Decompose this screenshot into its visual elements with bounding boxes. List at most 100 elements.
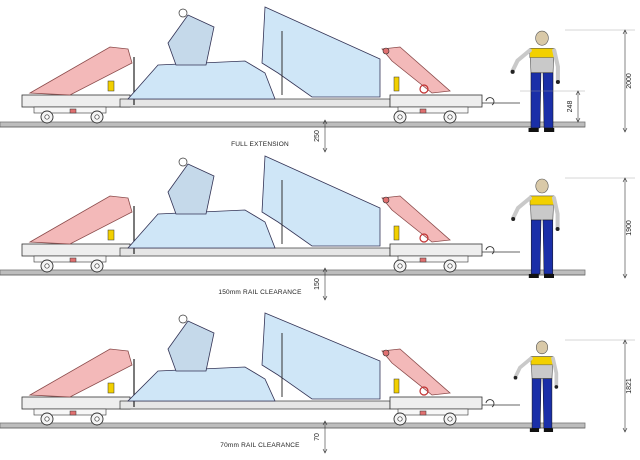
- person-height-dimension-arrow-top: [622, 339, 628, 345]
- rear-wheel-2-hub: [94, 114, 100, 120]
- person-height-dimension-arrow-bottom: [622, 427, 628, 433]
- rear-cylinder: [107, 80, 115, 92]
- person-left-leg: [530, 219, 542, 275]
- rail-clearance-dimension-label: 150: [314, 278, 321, 290]
- person-right-arm: [551, 356, 559, 388]
- front-arm-pivot: [382, 196, 390, 204]
- rear-trolley-frame: [21, 396, 131, 410]
- rear-trolley-frame: [21, 243, 131, 257]
- rail: [0, 121, 586, 128]
- person-right-hand: [555, 79, 560, 85]
- bucket-body: [127, 209, 276, 249]
- tow-hook: [485, 97, 495, 106]
- person-left-boot: [528, 274, 539, 278]
- person-left-hand: [510, 69, 515, 74]
- rear-cylinder: [107, 229, 115, 241]
- rear-lift-arm: [28, 348, 133, 398]
- rail-clearance-dimension-label: 70: [314, 433, 321, 441]
- front-hook-ring: [419, 386, 429, 396]
- person-height-dimension-label: 2000: [626, 73, 633, 89]
- person-height-dimension-arrow-top: [622, 29, 628, 35]
- person-right-hand: [555, 227, 560, 231]
- tow-hook: [485, 246, 495, 255]
- person-right-arm: [552, 48, 560, 84]
- front-cylinder: [393, 225, 400, 241]
- front-wheel-2-hub: [447, 263, 453, 269]
- person-left-hand: [511, 217, 516, 221]
- main-beam: [119, 98, 391, 108]
- person-left-boot: [529, 428, 540, 432]
- main-beam: [119, 400, 391, 410]
- rear-brake-block: [69, 257, 77, 263]
- rear-wheel-2-hub: [94, 416, 100, 422]
- front-lift-arm: [381, 348, 451, 396]
- person-figure: [513, 340, 559, 432]
- rail-clearance-dimension-arrow-bottom: [322, 448, 328, 454]
- front-hook-ring: [419, 84, 429, 94]
- rail-clearance-dimension-arrow-bottom: [322, 147, 328, 153]
- front-brake-block: [419, 108, 427, 114]
- front-trolley-frame: [389, 396, 483, 410]
- person-height-dimension-label: 1900: [626, 220, 633, 236]
- rear-trolley-frame: [21, 94, 131, 108]
- main-beam: [119, 247, 391, 257]
- person-height-dimension-arrow-bottom: [622, 127, 628, 133]
- rear-wheel-1-hub: [44, 416, 50, 422]
- person-left-arm: [511, 196, 532, 220]
- coupling-height-dimension-arrow-bottom: [575, 117, 581, 123]
- front-wheel-1-hub: [397, 114, 403, 120]
- front-cylinder: [393, 76, 400, 92]
- person-right-hand: [554, 385, 559, 389]
- person-right-boot: [544, 127, 555, 132]
- hopper-plate: [261, 6, 381, 98]
- front-trolley-frame: [389, 94, 483, 108]
- rear-wheel-1-hub: [44, 263, 50, 269]
- person-right-arm: [552, 196, 560, 230]
- person-right-leg: [542, 219, 554, 275]
- cylinder-lift-eye: [178, 8, 188, 18]
- front-brake-block: [419, 257, 427, 263]
- front-wheel-2-hub: [447, 114, 453, 120]
- person-left-arm: [513, 356, 533, 379]
- front-arm-pivot: [382, 349, 390, 357]
- rail-clearance-dimension-arrow-top: [322, 119, 328, 125]
- front-bogie: [397, 255, 469, 263]
- person-right-boot: [543, 428, 554, 432]
- person-hivis-yoke: [530, 356, 554, 366]
- bucket-body: [127, 60, 276, 100]
- front-lift-arm: [381, 46, 451, 94]
- rear-wheel-2-hub: [94, 263, 100, 269]
- front-arm-pivot: [382, 47, 390, 55]
- person-left-boot: [528, 127, 539, 132]
- coupling-height-dimension-label: 248: [567, 101, 574, 113]
- person-left-leg: [531, 378, 542, 429]
- person-figure: [511, 178, 560, 278]
- tow-hook: [485, 399, 495, 408]
- rail: [0, 269, 586, 276]
- front-bogie: [397, 408, 469, 416]
- person-height-dimension-arrow-top: [622, 177, 628, 183]
- panel-caption: 150mm RAIL CLEARANCE: [218, 289, 302, 296]
- front-trolley-frame: [389, 243, 483, 257]
- person-height-dimension-arrow-bottom: [622, 273, 628, 279]
- person-head: [535, 340, 549, 355]
- hopper-plate: [261, 155, 381, 247]
- person-right-boot: [544, 274, 554, 278]
- front-cylinder: [393, 378, 400, 394]
- rear-brake-block: [69, 410, 77, 416]
- rear-lift-arm: [28, 46, 133, 96]
- hopper-plate: [261, 312, 381, 400]
- coupling-height-dimension-arrow-top: [575, 90, 581, 96]
- cylinder-lift-eye: [178, 314, 188, 324]
- person-right-leg: [542, 378, 553, 429]
- rear-wheel-1-hub: [44, 114, 50, 120]
- person-left-leg: [530, 72, 542, 129]
- person-head: [535, 30, 549, 46]
- person-left-hand: [513, 375, 518, 380]
- front-bogie: [397, 106, 469, 114]
- panel-caption: 70mm RAIL CLEARANCE: [220, 442, 300, 449]
- rail: [0, 422, 586, 429]
